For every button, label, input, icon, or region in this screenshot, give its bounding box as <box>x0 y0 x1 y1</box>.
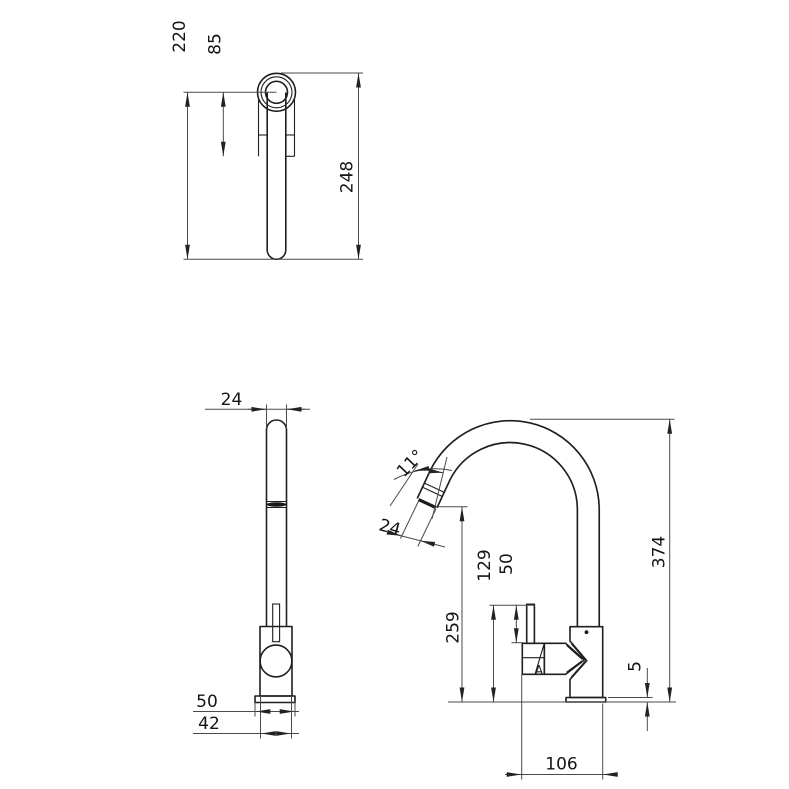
front-view-gooseneck-spout <box>416 419 601 627</box>
top-view: 220 85 248 <box>170 20 363 261</box>
front-view-body-column <box>569 625 604 699</box>
top-view-dimensions: 220 85 248 <box>170 20 363 260</box>
dim-label-42-side: 42 <box>198 714 220 734</box>
front-view-lever <box>525 603 536 645</box>
side-view-body <box>259 625 293 697</box>
nozzle-outlet-face <box>417 498 437 510</box>
dim-label-220: 220 <box>170 20 190 52</box>
side-view: 24 50 42 <box>193 390 310 739</box>
front-view-base-plate <box>565 696 607 703</box>
side-view-spout-column <box>265 419 288 627</box>
top-view-body-bracket <box>257 98 296 157</box>
front-view-handle-assembly <box>521 603 586 676</box>
notch-inner-line <box>570 643 586 661</box>
dim-label-24-side: 24 <box>221 390 243 410</box>
dim-label-85: 85 <box>206 33 226 55</box>
dim-label-129: 129 <box>475 549 495 581</box>
nozzle-collar-line <box>424 482 445 493</box>
dim-label-106: 106 <box>545 755 577 775</box>
dim-label-50-side: 50 <box>196 692 218 712</box>
dim-label-50-front: 50 <box>497 553 517 575</box>
dim-label-248: 248 <box>338 161 358 193</box>
notch-inner-line <box>570 660 586 678</box>
nozzle-collar-line <box>422 486 443 497</box>
side-view-base-plate <box>254 695 296 704</box>
side-view-lever <box>272 603 281 643</box>
top-view-spout-tube <box>266 92 287 261</box>
dim-label-11deg: 11° <box>393 446 428 482</box>
dim-label-374: 374 <box>650 536 670 568</box>
dim-label-24-front: 24 <box>377 515 403 540</box>
side-view-dimensions: 24 50 42 <box>193 390 310 739</box>
side-view-swivel-joint <box>266 500 287 509</box>
front-view: 11° 24 259 129 50 374 <box>377 418 676 780</box>
dim-label-5: 5 <box>626 661 646 672</box>
body-set-screw-dot <box>584 630 589 635</box>
side-view-handle-knob <box>259 644 293 678</box>
dim-label-259: 259 <box>444 611 464 643</box>
front-view-dimensions: 259 129 50 374 5 106 <box>438 418 675 780</box>
